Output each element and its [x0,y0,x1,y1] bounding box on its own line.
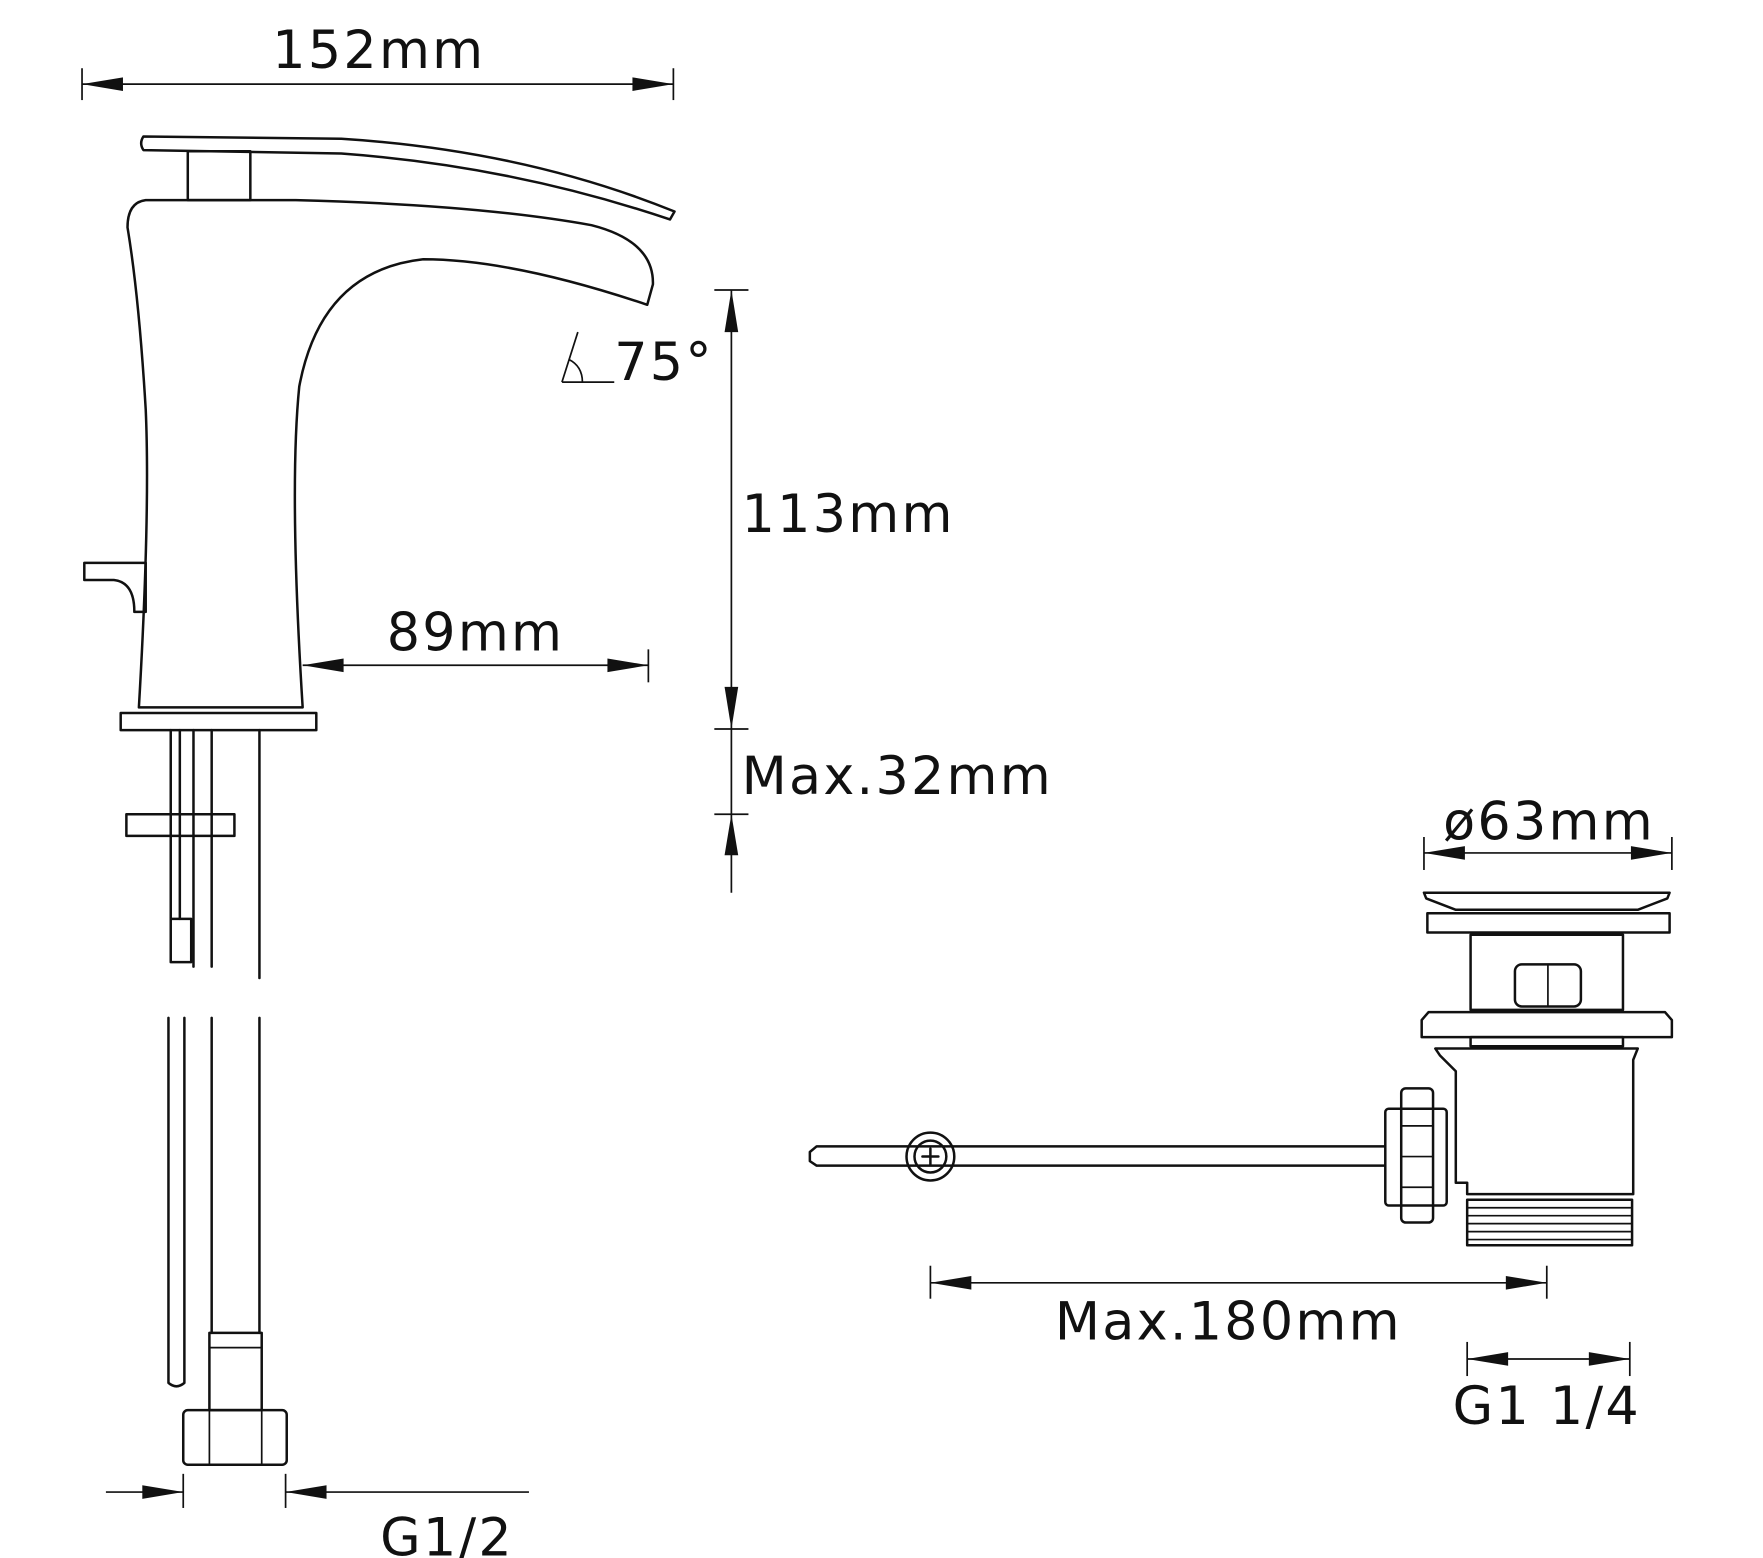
drain-drawing: ø63mm Max.180mm G1 1/4 [808,791,1674,1437]
height-label: 113mm [742,484,955,545]
inlet-thread-label: G1/2 [380,1508,514,1558]
lift-rod-tip [169,917,193,964]
dimension-overall-length: 152mm [81,20,675,101]
outlet-thread-label: G1 1/4 [1453,1376,1641,1437]
drain-cap [1422,891,1671,912]
dimension-spout-reach: 89mm [302,602,650,683]
drain-stem [1469,933,1625,1012]
spout-angle-annotation: 75° [561,331,714,393]
dimension-deck-thickness: Max.32mm [714,728,1053,893]
drain-cap-ring [1426,911,1671,934]
spout-reach-label: 89mm [387,602,565,663]
drain-thread [1465,1198,1634,1247]
faucet-body [126,198,655,709]
drain-side-nut [1399,1087,1435,1224]
hose-hex-nut [181,1408,288,1466]
overall-length-label: 152mm [272,20,485,81]
hose-fitting [208,1331,263,1412]
dimension-cap-diameter: ø63mm [1423,791,1673,870]
faucet-drawing: 152mm 75° 113mm Max.32mm 89mm [81,20,1053,1558]
drain-pull-rod [808,1145,1387,1167]
rod-length-label: Max.180mm [1055,1292,1402,1353]
drain-body [1434,1047,1640,1196]
dimension-height: 113mm [714,289,955,730]
dimension-inlet-thread: G1/2 [105,1473,529,1558]
rod-clamp-screw-icon [905,1131,956,1182]
faucet-handle-stem [186,150,252,202]
drain-flange [1420,1010,1674,1039]
faucet-handle-lever [139,135,676,221]
mounting-nut [125,813,236,838]
spout-angle-label: 75° [614,332,714,393]
pop-up-lift-handle [83,561,147,614]
faucet-base-plate [119,711,318,732]
dimension-rod-length: Max.180mm [929,1265,1548,1353]
dimension-outlet-thread: G1 1/4 [1453,1341,1641,1437]
cap-diameter-label: ø63mm [1443,791,1655,852]
deck-thickness-label: Max.32mm [742,746,1053,807]
lift-rod-lower [167,1016,186,1388]
